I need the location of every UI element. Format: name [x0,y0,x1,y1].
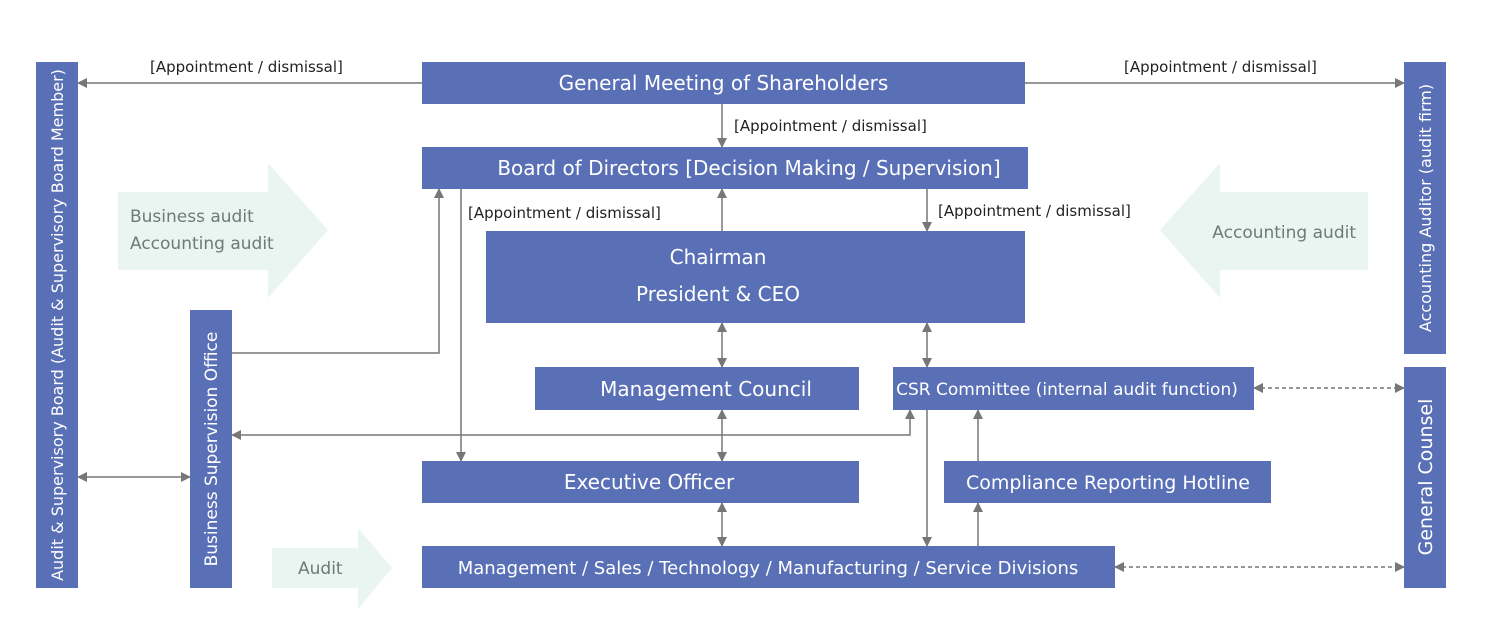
general-meeting-label: General Meeting of Shareholders [559,71,889,95]
compliance-hotline-box: Compliance Reporting Hotline [944,461,1271,503]
appointment-label-board-right: [Appointment / dismissal] [938,202,1131,220]
general-meeting-box: General Meeting of Shareholders [422,62,1025,104]
business-supervision-office-label: Business Supervision Office [202,332,222,567]
appointment-label-left-top: [Appointment / dismissal] [150,58,343,76]
chairman-box: Chairman President & CEO [486,231,1025,323]
general-counsel-label: General Counsel [1415,399,1437,556]
audit-label: Audit [298,559,343,579]
chairman-label: Chairman [670,245,767,269]
management-council-box: Management Council [535,367,859,410]
connectors [77,78,1405,572]
general-counsel-box: General Counsel [1404,367,1446,588]
appointment-label-board-left: [Appointment / dismissal] [468,204,661,222]
business-audit-label: Business audit [130,207,254,227]
board-of-directors-box: Board of Directors [Decision Making / Su… [422,147,1028,189]
divisions-label: Management / Sales / Technology / Manufa… [458,558,1079,579]
csr-committee-box: CSR Committee (internal audit function) [893,367,1254,410]
accounting-auditor-label: Accounting Auditor (audit firm) [1416,84,1435,332]
executive-officer-label: Executive Officer [564,470,735,494]
accounting-auditor-box: Accounting Auditor (audit firm) [1404,62,1446,354]
audit-arrow-left-top: Business audit Accounting audit [118,163,328,298]
business-supervision-office-box: Business Supervision Office [190,310,232,588]
board-of-directors-label: Board of Directors [Decision Making / Su… [497,156,1000,180]
audit-board-box: Audit & Supervisory Board (Audit & Super… [36,62,78,588]
compliance-hotline-label: Compliance Reporting Hotline [966,472,1250,494]
csr-committee-label: CSR Committee (internal audit function) [896,380,1238,400]
executive-officer-box: Executive Officer [422,461,859,503]
management-council-label: Management Council [600,377,812,401]
audit-board-label: Audit & Supervisory Board (Audit & Super… [48,69,67,581]
accounting-audit-label-right: Accounting audit [1212,223,1356,243]
audit-arrow-bottom: Audit [272,528,392,609]
appointment-label-right-top: [Appointment / dismissal] [1124,58,1317,76]
accounting-audit-label-left: Accounting audit [130,234,274,254]
divisions-box: Management / Sales / Technology / Manufa… [422,546,1115,588]
audit-arrow-right: Accounting audit [1160,163,1368,298]
appointment-label-center: [Appointment / dismissal] [734,117,927,135]
president-ceo-label: President & CEO [636,282,800,306]
